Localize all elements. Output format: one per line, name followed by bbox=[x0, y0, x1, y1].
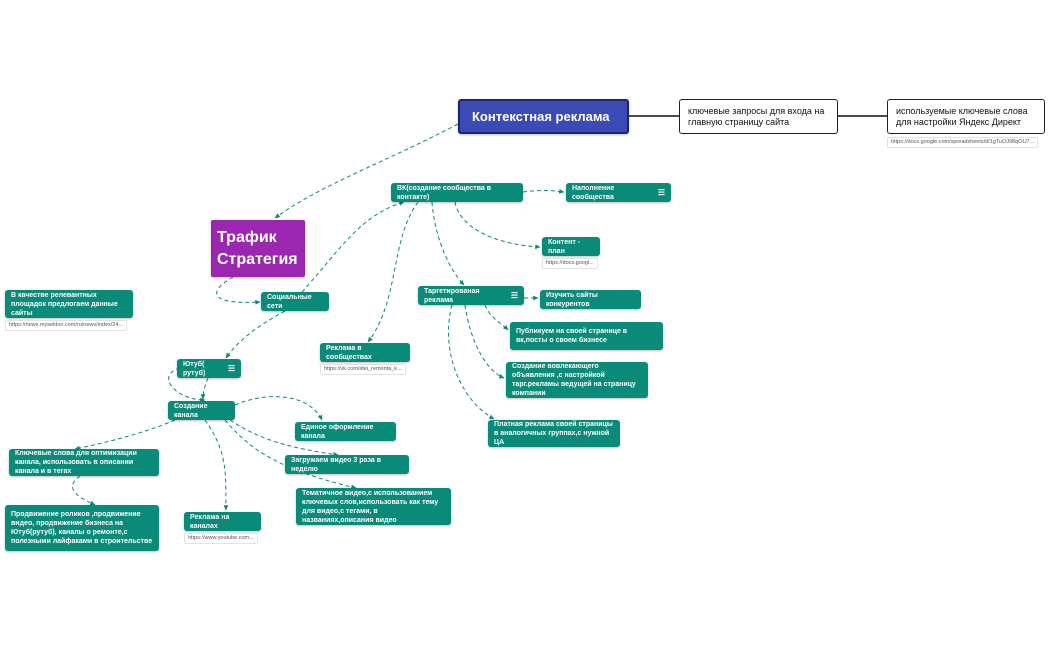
node-sozdanie-kanala[interactable]: Создание канала bbox=[168, 401, 235, 420]
notes-icon: ☰ bbox=[657, 187, 665, 197]
node-vk-label: ВК(создание сообщества в контакте) bbox=[397, 184, 492, 201]
node-tematichnoe-video[interactable]: Тематичное видео,с использованием ключев… bbox=[296, 488, 451, 525]
notes-icon: ☰ bbox=[227, 363, 235, 373]
node-klyuchevye-zaprosy-label: ключевые запросы для входа на главную ст… bbox=[688, 105, 825, 127]
node-sozdanie-obyavleniya[interactable]: Создание вовлекающего объявления ,с наст… bbox=[506, 362, 648, 398]
node-platnaya-reklama[interactable]: Платная реклама своей страницы в аналоги… bbox=[488, 420, 620, 447]
node-kontekstnaya-reklama[interactable]: Контекстная реклама bbox=[458, 99, 629, 134]
connector-vk-reklama-soob bbox=[367, 201, 419, 343]
node-v-kachestve-label: В качестве релевантных площадок предлога… bbox=[11, 291, 118, 317]
connector-target-publikuem bbox=[484, 304, 509, 331]
node-trafik-strategiya-label: Трафик Стратегия bbox=[217, 228, 298, 268]
node-klyuchevye-zaprosy[interactable]: ключевые запросы для входа на главную ст… bbox=[679, 99, 838, 134]
node-reklama-na-kanalah-label: Реклама на каналах bbox=[190, 513, 230, 530]
node-edinoe-oformlenie-label: Единое оформление канала bbox=[301, 423, 374, 440]
node-youtube-label: Ютуб( рутуб) bbox=[183, 360, 206, 377]
node-konkurenty-label: Изучить сайты конкурентов bbox=[546, 291, 598, 308]
node-zagruzhaem-video[interactable]: Загружаем видео 3 раза в неделю bbox=[285, 455, 409, 474]
node-edinoe-oformlenie[interactable]: Единое оформление канала bbox=[295, 422, 396, 441]
node-vk[interactable]: ВК(создание сообщества в контакте) bbox=[391, 183, 523, 202]
node-konkurenty[interactable]: Изучить сайты конкурентов bbox=[540, 290, 641, 309]
node-publikuem[interactable]: Публикуем на своей странице в вк,посты о… bbox=[510, 322, 663, 350]
node-reklama-na-kanalah[interactable]: Реклама на каналах bbox=[184, 512, 261, 531]
link-docs-kontent[interactable]: https://docs.googl... bbox=[542, 258, 598, 269]
connector-vk-napolnenie bbox=[522, 188, 565, 194]
connector-kanal-reklama bbox=[204, 419, 229, 511]
node-tematichnoe-video-label: Тематичное видео,с использованием ключев… bbox=[302, 489, 439, 524]
node-target[interactable]: Таргетированая реклама ☰ bbox=[418, 286, 524, 305]
node-kontent-plan[interactable]: Контент - план bbox=[542, 237, 600, 256]
node-sozdanie-kanala-label: Создание канала bbox=[174, 402, 208, 419]
node-prodvizhenie-rolikov[interactable]: Продвижение роликов ,продвижение видео, … bbox=[5, 505, 159, 551]
connector-socseti-youtube bbox=[225, 310, 286, 359]
node-publikuem-label: Публикуем на своей странице в вк,посты о… bbox=[516, 328, 628, 344]
connector-vk-kontent bbox=[454, 201, 541, 250]
connector-socseti-vk bbox=[301, 201, 405, 293]
link-youtube[interactable]: https://www.youtube.com... bbox=[184, 533, 258, 544]
node-zagruzhaem-video-label: Загружаем видео 3 раза в неделю bbox=[291, 456, 382, 473]
connector-target-obyavlenie bbox=[464, 304, 505, 379]
node-platnaya-reklama-label: Платная реклама своей страницы в аналоги… bbox=[494, 421, 613, 446]
connector-youtube-kanal-2 bbox=[200, 377, 209, 400]
node-klyuchevye-slova[interactable]: Ключевые слова для оптимизации канала, и… bbox=[9, 449, 159, 476]
node-klyuchevye-slova-label: Ключевые слова для оптимизации канала, и… bbox=[15, 450, 137, 475]
node-v-kachestve[interactable]: В качестве релевантных площадок предлога… bbox=[5, 290, 133, 318]
notes-icon: ☰ bbox=[510, 290, 518, 300]
node-sozdanie-obyavleniya-label: Создание вовлекающего объявления ,с наст… bbox=[512, 363, 636, 397]
node-trafik-strategiya[interactable]: Трафик Стратегия bbox=[211, 220, 305, 277]
connector-kanal-edinoe bbox=[234, 396, 323, 421]
node-reklama-v-soobshchestvah-label: Реклама в сообществах bbox=[326, 344, 372, 361]
connector-vk-target bbox=[431, 201, 465, 286]
node-napolnenie[interactable]: Наполнение сообщества ☰ bbox=[566, 183, 671, 202]
node-kontekstnaya-reklama-label: Контекстная реклама bbox=[472, 109, 610, 124]
node-target-label: Таргетированая реклама bbox=[424, 287, 480, 304]
node-socialnye-seti[interactable]: Социальные сети bbox=[261, 292, 329, 311]
connector-klyuchevye-prodvizhenie bbox=[72, 475, 96, 506]
node-youtube[interactable]: Ютуб( рутуб) ☰ bbox=[177, 359, 241, 378]
node-prodvizhenie-rolikov-label: Продвижение роликов ,продвижение видео, … bbox=[11, 511, 153, 545]
connector-kanal-zagruzhaem bbox=[229, 419, 339, 457]
link-news[interactable]: https://news.myseldon.com/ru/news/index/… bbox=[5, 320, 128, 331]
connector-target-platnaya bbox=[448, 304, 495, 420]
node-ispolzuemye-slova[interactable]: используемые ключевые слова для настройк… bbox=[887, 99, 1045, 134]
link-vk[interactable]: https://vk.com/idei_remonta_k... bbox=[320, 364, 406, 375]
node-ispolzuemye-slova-label: используемые ключевые слова для настройк… bbox=[896, 105, 1028, 127]
node-reklama-v-soobshchestvah[interactable]: Реклама в сообществах bbox=[320, 343, 410, 362]
node-napolnenie-label: Наполнение сообщества bbox=[572, 184, 615, 201]
connector-kontekst-trafik bbox=[274, 123, 459, 219]
node-kontent-plan-label: Контент - план bbox=[548, 238, 581, 255]
node-socialnye-seti-label: Социальные сети bbox=[267, 293, 312, 310]
link-docs-spreadsheet[interactable]: https://docs.google.com/spreadsheets/d/1… bbox=[887, 137, 1039, 148]
connector-kanal-klyuchevye bbox=[74, 419, 176, 451]
connector-trafik-socseti bbox=[216, 276, 261, 305]
